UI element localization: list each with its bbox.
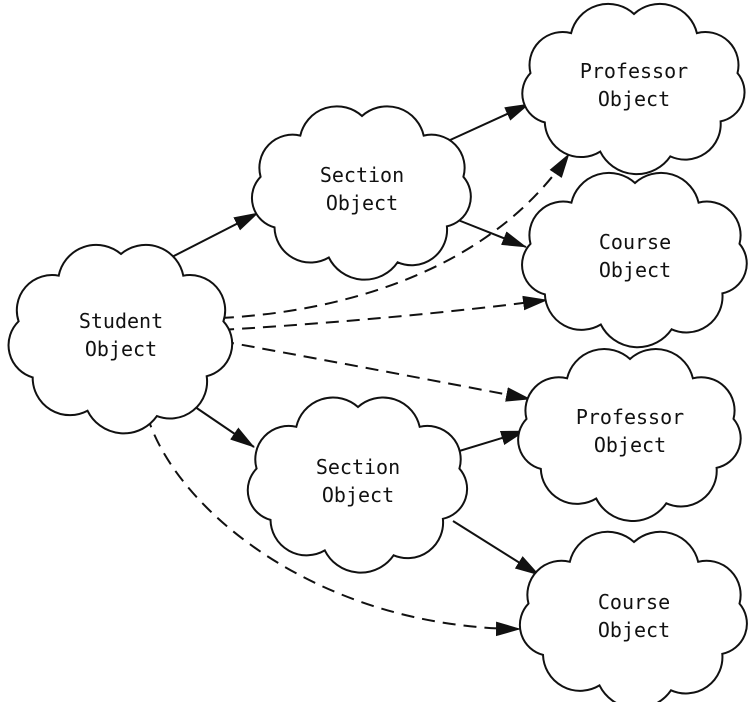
node-label-line: Professor (576, 405, 684, 429)
node-label-line: Professor (580, 59, 688, 83)
cloud-shape-course-top (521, 171, 748, 349)
edge-student-to-course-top (220, 295, 549, 331)
node-label-line: Object (598, 618, 670, 642)
edge-student-to-course-bottom (146, 414, 522, 637)
node-label-line: Course (599, 230, 671, 254)
cloud-shape-course-bottom (518, 530, 748, 702)
node-label-line: Object (322, 483, 394, 507)
cloud-shape-section-top (250, 105, 472, 281)
cloud-shape-student (7, 243, 234, 435)
node-label-line: Object (594, 433, 666, 457)
edge-student-to-section-top (167, 212, 259, 260)
edges-layer (146, 103, 570, 637)
cloud-shape-professor-top (521, 2, 746, 176)
cloud-shape-professor-bottom (517, 348, 742, 522)
node-label-line: Object (326, 191, 398, 215)
edge-section-top-to-professor-top (436, 103, 530, 147)
edge-section-bottom-to-course-bottom (452, 520, 540, 576)
edge-student-to-professor-bottom (220, 340, 532, 402)
edge-section-top-to-course-top (457, 219, 527, 248)
node-label-line: Student (79, 309, 163, 333)
cloud-shape-section-bottom (246, 396, 469, 574)
node-label-line: Object (599, 258, 671, 282)
node-label-line: Course (598, 590, 670, 614)
node-label-line: Section (316, 455, 400, 479)
node-label-line: Section (320, 163, 404, 187)
node-label-line: Object (85, 337, 157, 361)
edge-section-bottom-to-professor-bottom (455, 430, 526, 453)
node-label-line: Object (598, 87, 670, 111)
edge-student-to-professor-top (220, 153, 570, 319)
